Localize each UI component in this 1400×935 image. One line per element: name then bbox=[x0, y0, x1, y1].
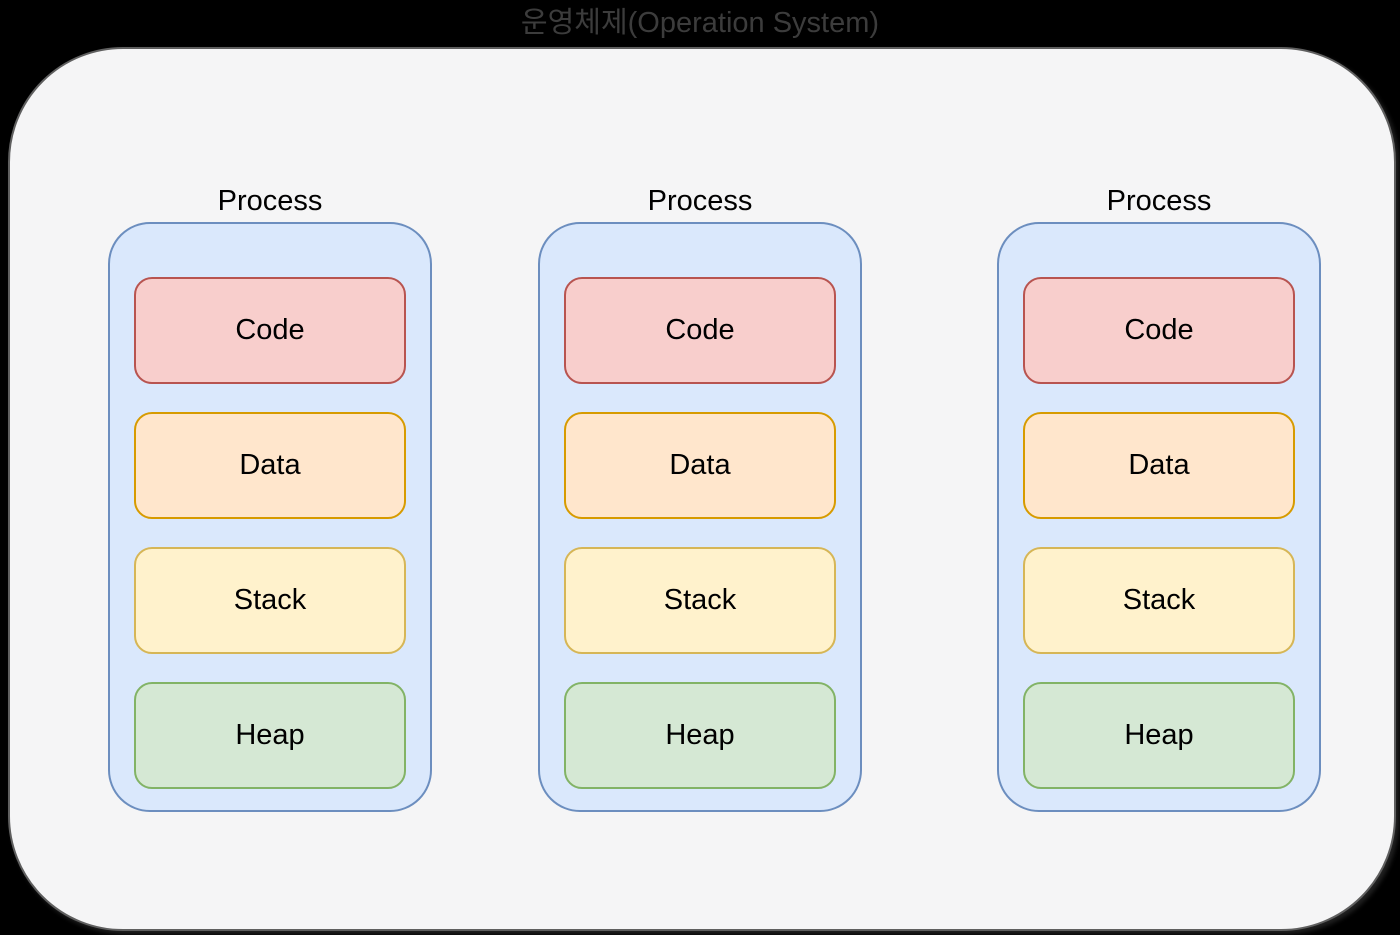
segment-label: Stack bbox=[663, 584, 737, 616]
segment-box-code: Code bbox=[134, 277, 406, 384]
segment-label: Code bbox=[235, 314, 305, 346]
segment-label: Data bbox=[1128, 449, 1190, 481]
segment-box-data: Data bbox=[1023, 412, 1295, 519]
segment-label: Code bbox=[1124, 314, 1194, 346]
segment-label: Data bbox=[239, 449, 301, 481]
segment-label: Code bbox=[665, 314, 735, 346]
segment-box-heap: Heap bbox=[564, 682, 836, 789]
process-block: Code Data Stack Heap bbox=[997, 222, 1321, 812]
segment-box-code: Code bbox=[564, 277, 836, 384]
diagram-title: 운영체제(Operation System) bbox=[520, 7, 880, 39]
segment-label: Heap bbox=[665, 719, 735, 751]
process-label: Process bbox=[217, 185, 323, 217]
os-container: Process Code Data Stack Heap Process Cod… bbox=[8, 47, 1396, 931]
segment-box-heap: Heap bbox=[1023, 682, 1295, 789]
process-group-1: Process Code Data Stack Heap bbox=[108, 185, 432, 812]
segment-box-stack: Stack bbox=[564, 547, 836, 654]
process-block: Code Data Stack Heap bbox=[108, 222, 432, 812]
process-label: Process bbox=[647, 185, 753, 217]
segment-label: Stack bbox=[1122, 584, 1196, 616]
segment-label: Stack bbox=[233, 584, 307, 616]
segment-label: Heap bbox=[1124, 719, 1194, 751]
process-group-2: Process Code Data Stack Heap bbox=[538, 185, 862, 812]
segment-label: Data bbox=[669, 449, 731, 481]
segment-box-code: Code bbox=[1023, 277, 1295, 384]
process-label: Process bbox=[1106, 185, 1212, 217]
segment-box-stack: Stack bbox=[1023, 547, 1295, 654]
segment-box-stack: Stack bbox=[134, 547, 406, 654]
segment-box-data: Data bbox=[134, 412, 406, 519]
process-block: Code Data Stack Heap bbox=[538, 222, 862, 812]
segment-box-data: Data bbox=[564, 412, 836, 519]
segment-box-heap: Heap bbox=[134, 682, 406, 789]
segment-label: Heap bbox=[235, 719, 305, 751]
process-group-3: Process Code Data Stack Heap bbox=[997, 185, 1321, 812]
